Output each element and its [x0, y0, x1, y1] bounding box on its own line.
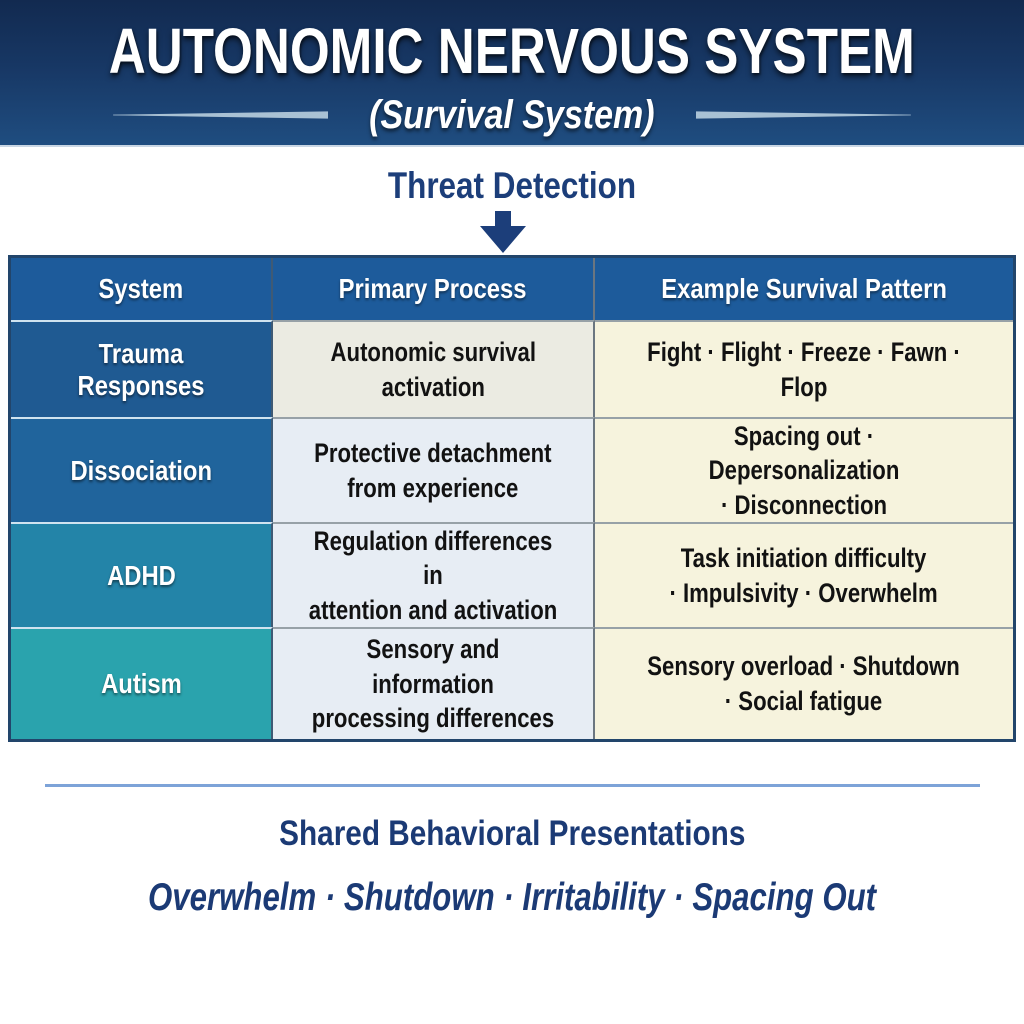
down-arrow-icon [474, 211, 532, 253]
process-cell-dissociation: Protective detachment from experience [273, 417, 595, 522]
pattern-cell-trauma-responses: Fight · Flight · Freeze · Fawn · Flop [595, 320, 1013, 417]
system-cell-trauma-responses: Trauma Responses [11, 320, 273, 417]
process-cell-trauma-responses: Autonomic survival activation [273, 320, 595, 417]
page-subtitle: (Survival System) [344, 93, 680, 138]
system-cell-dissociation: Dissociation [11, 417, 273, 522]
pattern-cell-adhd: Task initiation difficulty · Impulsivity… [595, 522, 1013, 627]
column-header-system: System [11, 258, 273, 320]
process-cell-adhd: Regulation differences in attention and … [273, 522, 595, 627]
header-band: AUTONOMIC NERVOUS SYSTEM (Survival Syste… [0, 0, 1024, 147]
system-cell-autism: Autism [11, 627, 273, 739]
page-title: AUTONOMIC NERVOUS SYSTEM [0, 14, 1024, 88]
pattern-cell-autism: Sensory overload · Shutdown · Social fat… [595, 627, 1013, 739]
system-cell-adhd: ADHD [11, 522, 273, 627]
pattern-cell-dissociation: Spacing out · Depersonalization · Discon… [595, 417, 1013, 522]
page-title-text: AUTONOMIC NERVOUS SYSTEM [108, 15, 916, 87]
shared-presentations-items: Overwhelm · Shutdown · Irritability · Sp… [147, 876, 877, 919]
page-subtitle-text: (Survival System) [369, 92, 655, 137]
column-header-primary-process: Primary Process [273, 258, 595, 320]
subtitle-row: (Survival System) [0, 92, 1024, 138]
ans-table: System Primary Process Example Survival … [8, 255, 1016, 742]
footer-divider [45, 784, 980, 787]
subtitle-rule-right [695, 111, 911, 119]
shared-presentations-heading: Shared Behavioral Presentations [278, 814, 746, 853]
threat-detection-label: Threat Detection [387, 165, 637, 206]
process-cell-autism: Sensory and information processing diffe… [273, 627, 595, 739]
subtitle-rule-left [113, 111, 329, 119]
column-header-example-survival-pattern: Example Survival Pattern [595, 258, 1013, 320]
